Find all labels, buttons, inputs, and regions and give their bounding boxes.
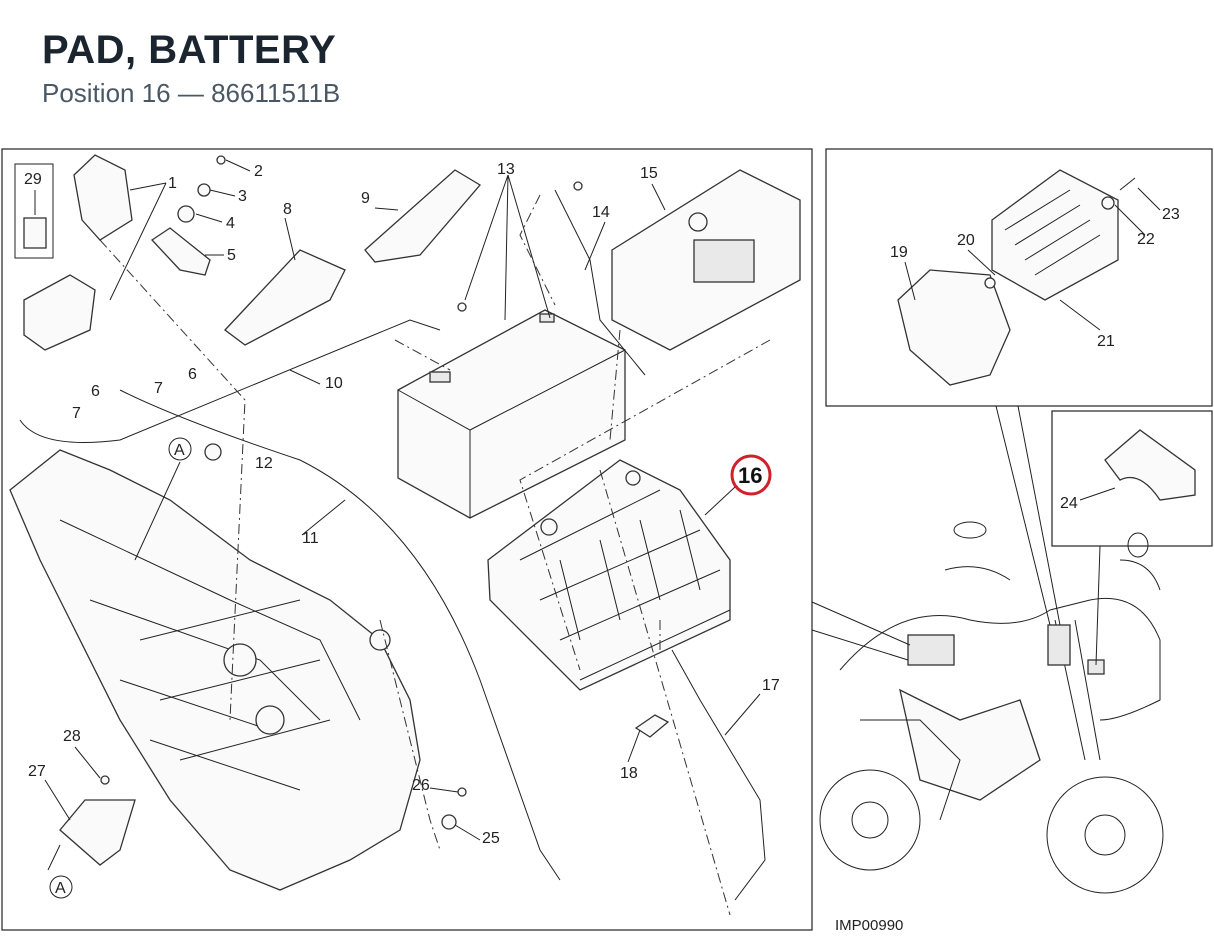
rear-subframe-drawing	[9, 449, 421, 891]
callout-label: 2	[254, 163, 263, 180]
bracket-part-27	[59, 799, 136, 866]
callout-label: 21	[1097, 333, 1115, 350]
ecu-drawing	[611, 169, 801, 351]
bracket-part-24	[1104, 429, 1196, 501]
cable-10	[19, 319, 441, 443]
main-diagram-panel	[1, 148, 813, 931]
callout-label: 14	[592, 204, 610, 221]
callout-label: 13	[497, 161, 515, 178]
cable-14	[554, 189, 646, 376]
callout-label: 22	[1137, 231, 1155, 248]
cable-17	[671, 649, 766, 901]
fuse-part-29	[23, 217, 47, 249]
callout-label: 11	[302, 530, 319, 547]
callout-label: 3	[238, 188, 247, 205]
regulator-drawing	[897, 169, 1136, 386]
highlight-leader-line	[704, 486, 736, 516]
callout-label: 27	[28, 763, 46, 780]
callout-label: 1	[168, 175, 177, 192]
callout-label: 12	[255, 455, 273, 472]
holder-part-5	[151, 227, 211, 276]
callout-label: 5	[227, 247, 236, 264]
motorcycle-illustration	[819, 521, 1164, 894]
callout-label: 10	[325, 375, 343, 392]
cover-part-1	[73, 154, 133, 241]
image-code-label: IMP00990	[835, 917, 903, 934]
reference-marker-top: A	[134, 437, 192, 561]
battery-drawing	[397, 309, 626, 519]
reference-marker-label: A	[55, 880, 66, 897]
callout-label: 26	[412, 777, 430, 794]
callout-label: 9	[361, 190, 370, 207]
reference-marker-label: A	[174, 442, 185, 459]
highlight-position-label: 16	[738, 463, 762, 488]
callout-label: 25	[482, 830, 500, 847]
fasteners	[100, 155, 583, 830]
highlight-circle	[730, 454, 772, 496]
inset-leader-line	[811, 405, 1101, 666]
callout-label: 7	[154, 380, 163, 397]
callout-label: 24	[1060, 495, 1078, 512]
callout-label: 18	[620, 765, 638, 782]
callout-label: 6	[188, 366, 197, 383]
assembly-lines	[99, 194, 771, 916]
inset-panel-29	[14, 163, 54, 259]
callout-label: 4	[226, 215, 235, 232]
callout-label: 23	[1162, 206, 1180, 223]
callout-labels: 1 2 3 4 5 6 6 7 7 8 9 10 11 12 13 14 15 …	[24, 161, 1180, 847]
cover-part-8	[224, 249, 346, 346]
callout-label: 17	[762, 677, 780, 694]
part-18	[634, 714, 670, 738]
callout-label: 7	[72, 405, 81, 422]
callout-label: 29	[24, 171, 42, 188]
reference-marker-bottom: A	[47, 844, 73, 899]
battery-pad-part-16	[487, 459, 731, 691]
callout-leader-lines	[34, 159, 1161, 841]
inset-panel-regulator	[825, 148, 1213, 407]
inset-panel-bracket	[1051, 410, 1213, 547]
relay-part	[23, 274, 96, 351]
page-subtitle: Position 16 — 86611511B	[42, 78, 341, 108]
callout-label: 28	[63, 728, 81, 745]
cable-11	[119, 389, 561, 881]
callout-label: 15	[640, 165, 658, 182]
callout-label: 20	[957, 232, 975, 249]
callout-label: 6	[91, 383, 100, 400]
callout-label: 8	[283, 201, 292, 218]
callout-label: 19	[890, 244, 908, 261]
page-title: PAD, BATTERY	[42, 28, 337, 72]
cover-part-9	[364, 169, 481, 263]
